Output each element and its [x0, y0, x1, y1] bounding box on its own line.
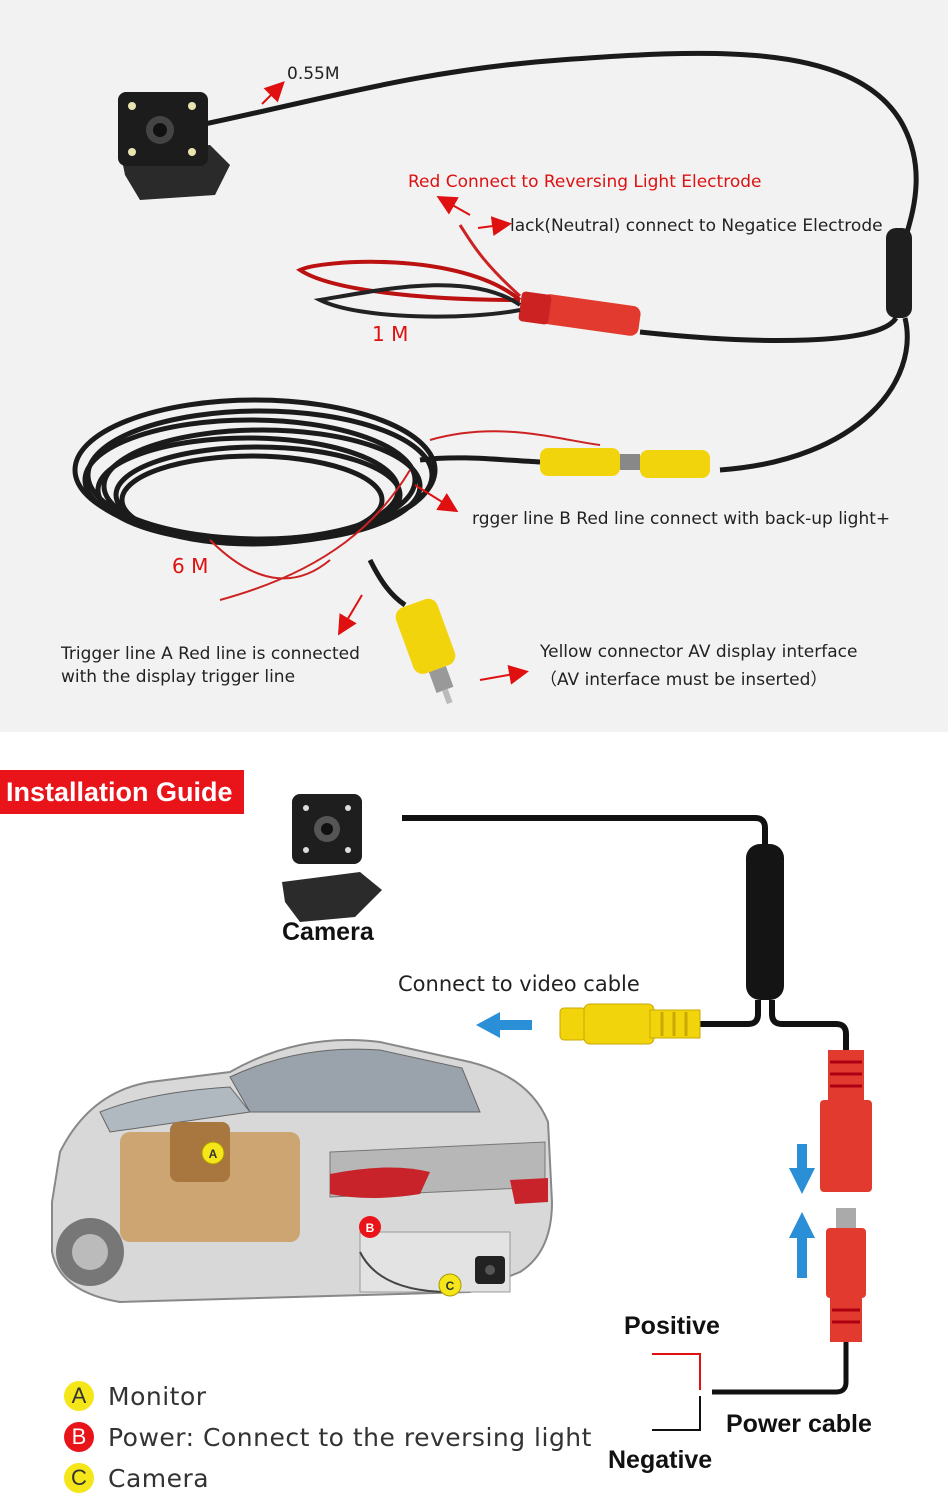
- yellow-rca-connector: [559, 1003, 701, 1045]
- legend-marker-a: A: [64, 1381, 94, 1411]
- red-dc-female-connector: [820, 1050, 872, 1192]
- red-dc-connector: [518, 291, 641, 336]
- label-trigger-b: rgger line B Red line connect with back-…: [472, 509, 891, 529]
- label-red-wire: Red Connect to Reversing Light Electrode: [408, 172, 762, 192]
- car-marker-c: C: [446, 1279, 455, 1293]
- legend-text-c: Camera: [108, 1463, 210, 1493]
- positive-label: Positive: [624, 1312, 720, 1340]
- legend-item-b: B Power: Connect to the reversing light: [64, 1420, 592, 1454]
- legend-text-b: Power: Connect to the reversing light: [108, 1422, 592, 1452]
- label-main-length: 6 M: [172, 554, 209, 578]
- legend-marker-c: C: [64, 1463, 94, 1493]
- video-cable-label: Connect to video cable: [398, 972, 640, 996]
- legend-item-c: C Camera: [64, 1461, 209, 1495]
- power-cable-label: Power cable: [726, 1410, 872, 1438]
- splitter-body: [886, 228, 912, 318]
- splitter-icon: [746, 844, 784, 1000]
- legend-item-a: A Monitor: [64, 1379, 207, 1413]
- installation-guide-panel: Installation Guide: [0, 732, 948, 1500]
- legend-marker-b: B: [64, 1422, 94, 1452]
- arrow-down-icon: [789, 1144, 815, 1194]
- yellow-av-plug: [395, 598, 456, 705]
- camera-label: Camera: [282, 918, 374, 946]
- label-camera-length: 0.55M: [287, 64, 340, 84]
- label-power-length: 1 M: [372, 322, 409, 346]
- wiring-diagram: A B C: [51, 794, 872, 1431]
- label-black-wire: lack(Neutral) connect to Negatice Electr…: [510, 216, 883, 236]
- legend-text-a: Monitor: [108, 1381, 207, 1411]
- car-cutaway-illustration: A B C: [51, 1039, 554, 1304]
- coiled-cable: [72, 397, 438, 547]
- label-trigger-a-line2: with the display trigger line: [61, 667, 296, 687]
- label-yellow-line2: （AV interface must be inserted）: [540, 670, 828, 690]
- red-dc-male-connector: [826, 1208, 866, 1342]
- label-yellow-line1: Yellow connector AV display interface: [540, 642, 858, 662]
- arrow-up-icon: [789, 1212, 815, 1278]
- product-photo-panel: 0.55M Red Connect to Reversing Light Ele…: [0, 0, 948, 732]
- camera-icon: [282, 794, 382, 922]
- car-marker-a: A: [209, 1147, 218, 1161]
- guide-title: Installation Guide: [0, 770, 244, 814]
- camera-photo: [118, 92, 230, 200]
- label-trigger-a-line1: Trigger line A Red line is connected: [61, 644, 360, 664]
- arrow-left-icon: [476, 1012, 532, 1038]
- yellow-rca-pair: [540, 448, 710, 478]
- product-photo-illustration: [72, 50, 919, 705]
- car-marker-b: B: [366, 1221, 375, 1235]
- negative-label: Negative: [608, 1446, 713, 1474]
